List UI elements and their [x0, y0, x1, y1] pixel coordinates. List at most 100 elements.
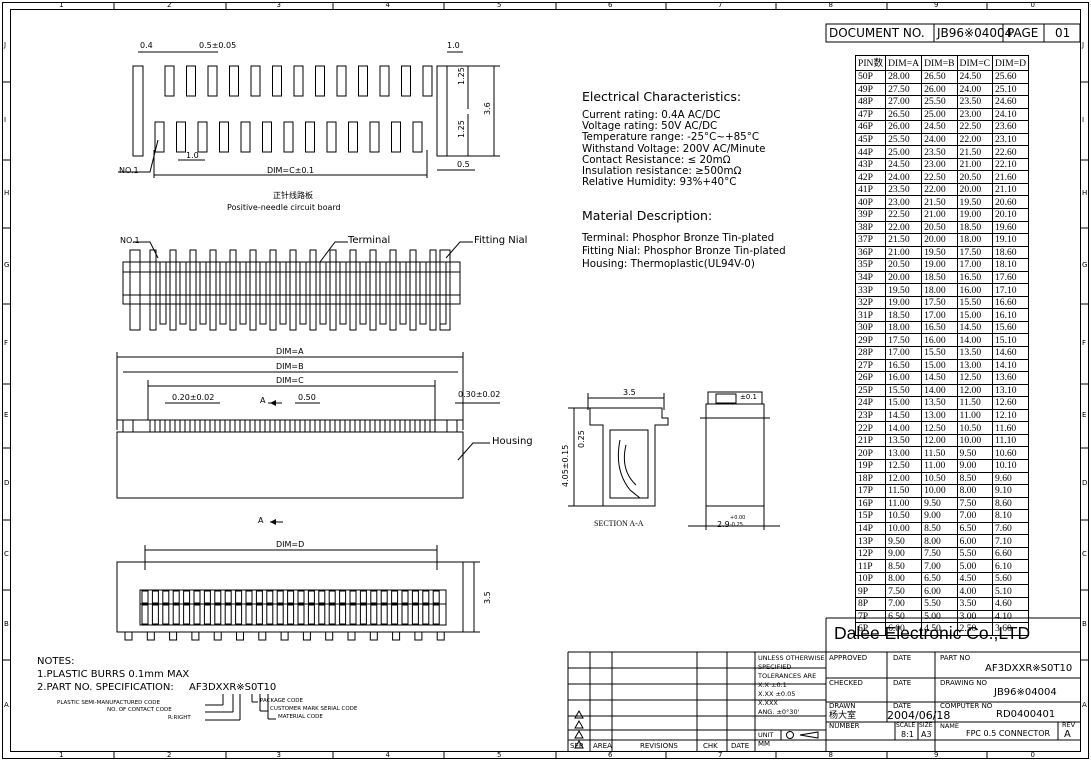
computer-no-value: RD0400401	[996, 709, 1056, 720]
table-cell: 9.60	[992, 471, 1029, 486]
legend-right-3: MATERIAL CODE	[278, 714, 323, 720]
row-label-left: A	[4, 700, 9, 709]
main-pin	[429, 419, 436, 433]
table-cell: 23.60	[992, 120, 1029, 134]
table-cell: 12.10	[992, 408, 1029, 423]
front-pin	[249, 249, 257, 331]
row-label-right: H	[1082, 189, 1088, 197]
front-pin-rear	[259, 261, 267, 325]
table-cell: 37P	[854, 233, 887, 247]
page-number: 01	[1055, 26, 1071, 40]
column-label-top: 6	[608, 1, 613, 9]
table-cell: 15.60	[992, 320, 1029, 335]
table-cell: 8.00	[956, 484, 994, 498]
bottom-tail	[347, 631, 356, 641]
table-cell: 10.00	[956, 433, 994, 448]
approved-label: APPROVED	[829, 654, 868, 662]
table-cell: 15.00	[921, 358, 958, 373]
table-cell: 9.00	[921, 509, 958, 523]
table-cell: 14.00	[885, 421, 923, 435]
front-pin	[329, 249, 337, 331]
table-cell: 17.00	[885, 346, 923, 360]
material-line: Housing: Thermoplastic(UL94V-0)	[582, 258, 755, 270]
table-cell: 15.10	[992, 333, 1029, 348]
table-cell: 18.00	[956, 233, 994, 247]
main-pin	[199, 419, 206, 433]
bottom-pin-upper	[151, 590, 159, 604]
table-cell: 42P	[854, 170, 887, 184]
front-pin	[369, 249, 377, 331]
dim-125-b: 1.25	[457, 120, 466, 138]
table-cell: 24.00	[921, 132, 958, 147]
main-pin	[359, 419, 366, 433]
table-cell: 26P	[854, 371, 887, 385]
table-cell: 6.50	[885, 609, 923, 624]
table-cell: 10P	[854, 571, 887, 586]
table-cell: 18.50	[956, 220, 994, 235]
front-pin-rear	[359, 261, 367, 325]
table-cell: 19.50	[956, 195, 994, 209]
table-cell: 15.00	[956, 308, 994, 322]
caption-english: Positive-needle circuit board	[227, 203, 341, 212]
table-cell: 5.50	[956, 546, 994, 561]
table-cell: 31P	[854, 308, 887, 322]
tolerance-line: UNLESS OTHERWISE	[758, 654, 825, 662]
table-cell: 9.00	[956, 458, 994, 473]
section-tol-plus: +0.00	[730, 515, 746, 521]
table-cell: 5.10	[992, 584, 1029, 598]
front-pin	[289, 249, 297, 331]
table-cell: 22.60	[992, 145, 1029, 159]
table-cell: 10.60	[992, 446, 1029, 460]
table-cell: 44P	[854, 145, 887, 159]
bottom-pin-upper	[297, 590, 305, 604]
table-cell: 4.00	[956, 584, 994, 598]
bottom-tail	[169, 631, 178, 641]
note-2-label: 2.PART NO. SPECIFICATION:	[37, 682, 174, 693]
section-a-bottom: A	[258, 516, 264, 525]
table-cell: 19P	[854, 458, 887, 473]
table-cell: 20.50	[885, 258, 923, 272]
table-cell: 8.50	[956, 471, 994, 486]
pin-1-label: NO.1	[119, 166, 139, 175]
table-cell: 15.50	[956, 295, 994, 310]
table-cell: 2.50	[956, 622, 994, 636]
table-cell: 8P	[854, 596, 887, 611]
bottom-pin-upper	[349, 590, 357, 604]
bottom-tail	[236, 631, 244, 641]
table-cell: 24P	[854, 396, 887, 410]
column-label-top: 8	[828, 1, 833, 9]
main-pin	[159, 419, 166, 433]
main-pin	[289, 419, 296, 433]
tolerance-line: X.XXX	[758, 699, 778, 707]
row-label-right: B	[1082, 620, 1087, 628]
flatness-tolerance: ±0.1	[740, 393, 757, 401]
table-cell: 12.00	[921, 433, 958, 448]
bottom-pin-upper	[318, 590, 326, 604]
table-cell: 11.50	[921, 446, 958, 460]
legend-left-3: R:RIGHT	[168, 715, 191, 721]
table-cell: 20.60	[992, 195, 1029, 209]
table-cell: 7.50	[921, 546, 958, 561]
main-pin	[309, 419, 316, 433]
table-cell: 3.60	[992, 622, 1029, 636]
bottom-pin-lower	[255, 604, 263, 625]
bottom-pin-upper	[172, 590, 180, 604]
table-cell: 5.50	[921, 596, 958, 611]
table-cell: 7.50	[885, 584, 923, 598]
table-cell: 14.00	[921, 383, 958, 398]
bottom-pin-upper	[235, 590, 243, 604]
table-cell: 23.50	[885, 182, 923, 197]
table-header: DIM=A	[885, 55, 923, 71]
table-cell: 12.50	[921, 421, 958, 435]
